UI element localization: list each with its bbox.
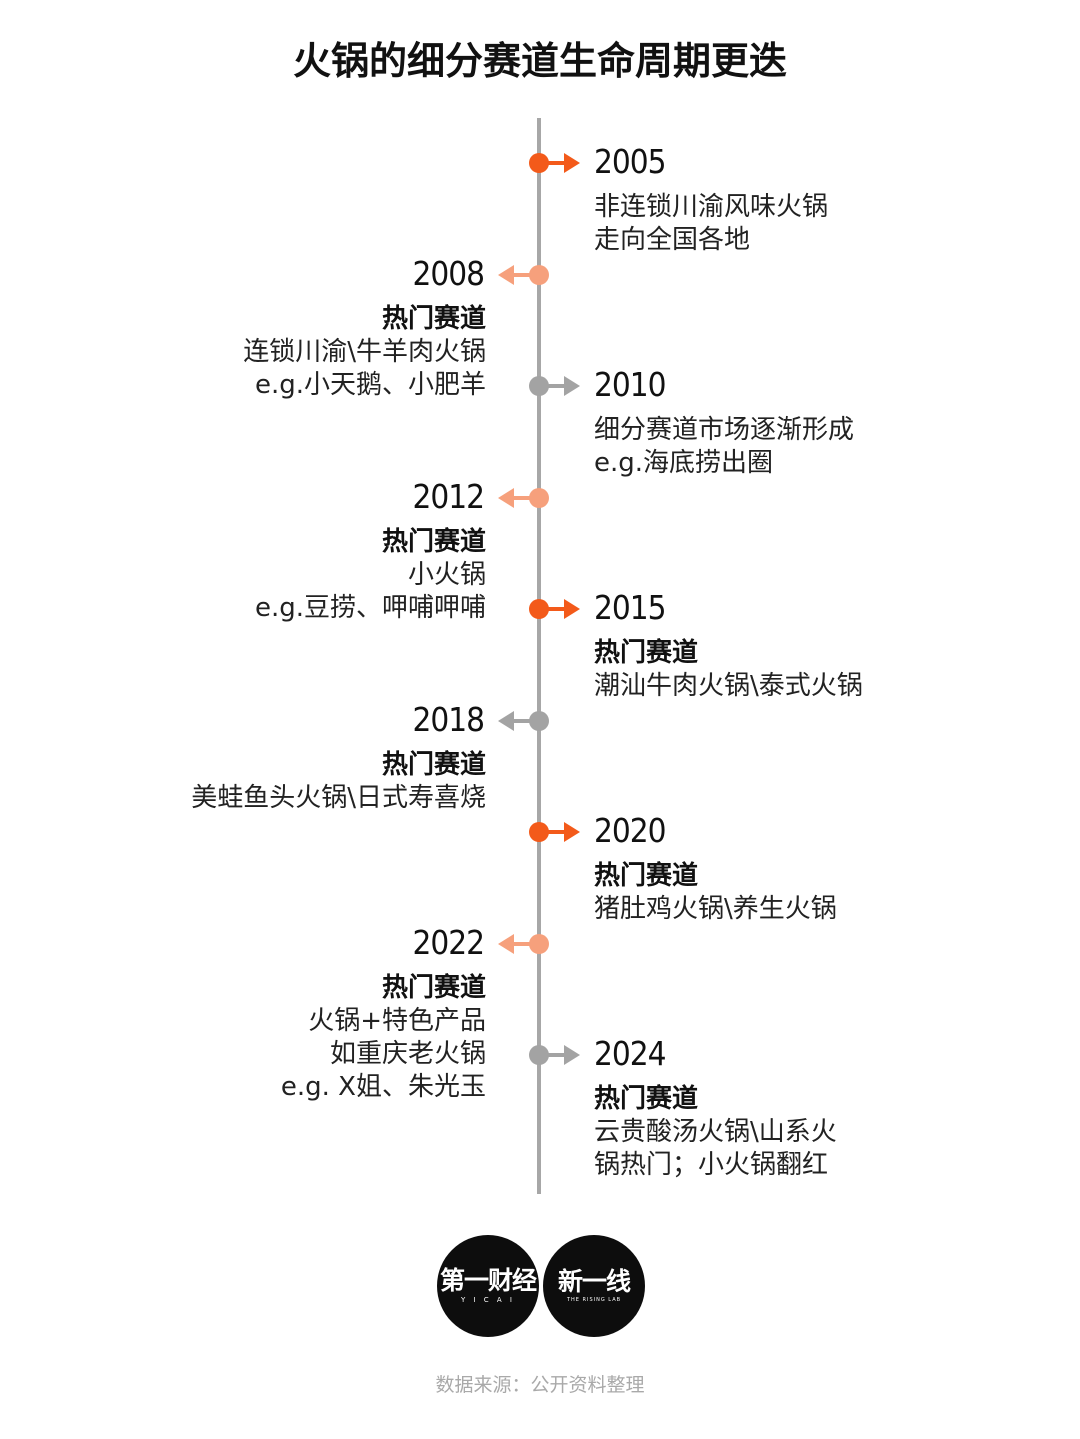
logos: 第一财经 Y I C A I 新一线 THE RISING LAB — [0, 1235, 1080, 1337]
event-year: 2024 — [594, 1034, 667, 1073]
event-label: 热门赛道 — [381, 973, 486, 1003]
arrow-icon — [548, 161, 566, 165]
event-year: 2020 — [594, 811, 667, 850]
data-source-note: 数据来源：公开资料整理 — [435, 1374, 645, 1396]
event-text-line: 走向全国各地 — [594, 225, 751, 255]
event-label: 热门赛道 — [381, 750, 486, 780]
event-text-line: 细分赛道市场逐渐形成 — [594, 415, 855, 445]
arrow-head-icon — [564, 376, 580, 396]
event-text-line: 火锅+特色产品 — [308, 1006, 486, 1036]
arrow-head-icon — [498, 488, 514, 508]
event-text-line: 锅热门；小火锅翻红 — [594, 1150, 829, 1180]
event-label: 热门赛道 — [381, 304, 486, 334]
arrow-icon — [548, 830, 566, 834]
timeline-axis — [537, 118, 541, 1194]
timeline-dot — [529, 153, 549, 173]
timeline-dot — [529, 934, 549, 954]
arrow-head-icon — [564, 822, 580, 842]
event-text-line: 连锁川渝\牛羊肉火锅 — [243, 337, 486, 367]
event-text-line: e.g. X姐、朱光玉 — [280, 1072, 486, 1102]
arrow-head-icon — [564, 1045, 580, 1065]
event-year: 2018 — [412, 700, 485, 739]
event-year: 2015 — [594, 588, 667, 627]
arrow-head-icon — [498, 711, 514, 731]
rising-lab-logo-sub: THE RISING LAB — [566, 1297, 622, 1303]
yicai-logo: 第一财经 Y I C A I — [437, 1235, 539, 1337]
event-description: 非连锁川渝风味火锅走向全国各地 — [594, 191, 828, 257]
event-text-line: 非连锁川渝风味火锅 — [594, 192, 829, 222]
event-year: 2005 — [594, 142, 667, 181]
event-text-line: e.g.海底捞出圈 — [594, 448, 774, 478]
event-text-line: e.g.豆捞、呷哺呷哺 — [254, 593, 486, 623]
event-description: 热门赛道云贵酸汤火锅\山系火锅热门；小火锅翻红 — [594, 1083, 837, 1182]
yicai-logo-sub: Y I C A I — [461, 1296, 515, 1304]
event-text-line: 猪肚鸡火锅\养生火锅 — [594, 894, 837, 924]
yicai-logo-text: 第一财经 — [439, 1266, 537, 1295]
event-year: 2010 — [594, 365, 667, 404]
event-label: 热门赛道 — [381, 527, 486, 557]
event-year: 2022 — [412, 923, 485, 962]
timeline-dot — [529, 711, 549, 731]
event-label: 热门赛道 — [594, 1084, 699, 1114]
timeline-dot — [529, 265, 549, 285]
rising-lab-logo-text: 新一线 — [557, 1267, 631, 1296]
event-text-line: 小火锅 — [407, 560, 486, 590]
timeline-event: 2005 非连锁川渝风味火锅走向全国各地 — [0, 0, 1080, 255]
arrow-head-icon — [564, 153, 580, 173]
timeline-dot — [529, 822, 549, 842]
timeline-dot — [529, 376, 549, 396]
event-description: 热门赛道美蛙鱼头火锅\日式寿喜烧 — [191, 749, 486, 815]
arrow-icon — [548, 607, 566, 611]
arrow-head-icon — [498, 934, 514, 954]
event-text-line: 如重庆老火锅 — [329, 1039, 486, 1069]
event-description: 热门赛道潮汕牛肉火锅\泰式火锅 — [594, 637, 863, 703]
timeline-dot — [529, 599, 549, 619]
rising-lab-logo: 新一线 THE RISING LAB — [543, 1235, 645, 1337]
event-text-line: 潮汕牛肉火锅\泰式火锅 — [594, 671, 863, 701]
arrow-icon — [514, 942, 532, 946]
event-year: 2008 — [412, 254, 485, 293]
event-text-line: 云贵酸汤火锅\山系火 — [594, 1117, 837, 1147]
arrow-icon — [548, 1053, 566, 1057]
event-text-line: 美蛙鱼头火锅\日式寿喜烧 — [191, 783, 486, 813]
event-label: 热门赛道 — [594, 861, 699, 891]
timeline-dot — [529, 1045, 549, 1065]
arrow-icon — [514, 719, 532, 723]
page-title: 火锅的细分赛道生命周期更迭 — [292, 39, 787, 83]
timeline-dot — [529, 488, 549, 508]
arrow-icon — [548, 384, 566, 388]
event-description: 热门赛道猪肚鸡火锅\养生火锅 — [594, 860, 837, 926]
event-text-line: e.g.小天鹅、小肥羊 — [254, 370, 486, 400]
arrow-head-icon — [564, 599, 580, 619]
arrow-icon — [514, 273, 532, 277]
arrow-icon — [514, 496, 532, 500]
arrow-head-icon — [498, 265, 514, 285]
event-label: 热门赛道 — [594, 638, 699, 668]
event-year: 2012 — [412, 477, 485, 516]
